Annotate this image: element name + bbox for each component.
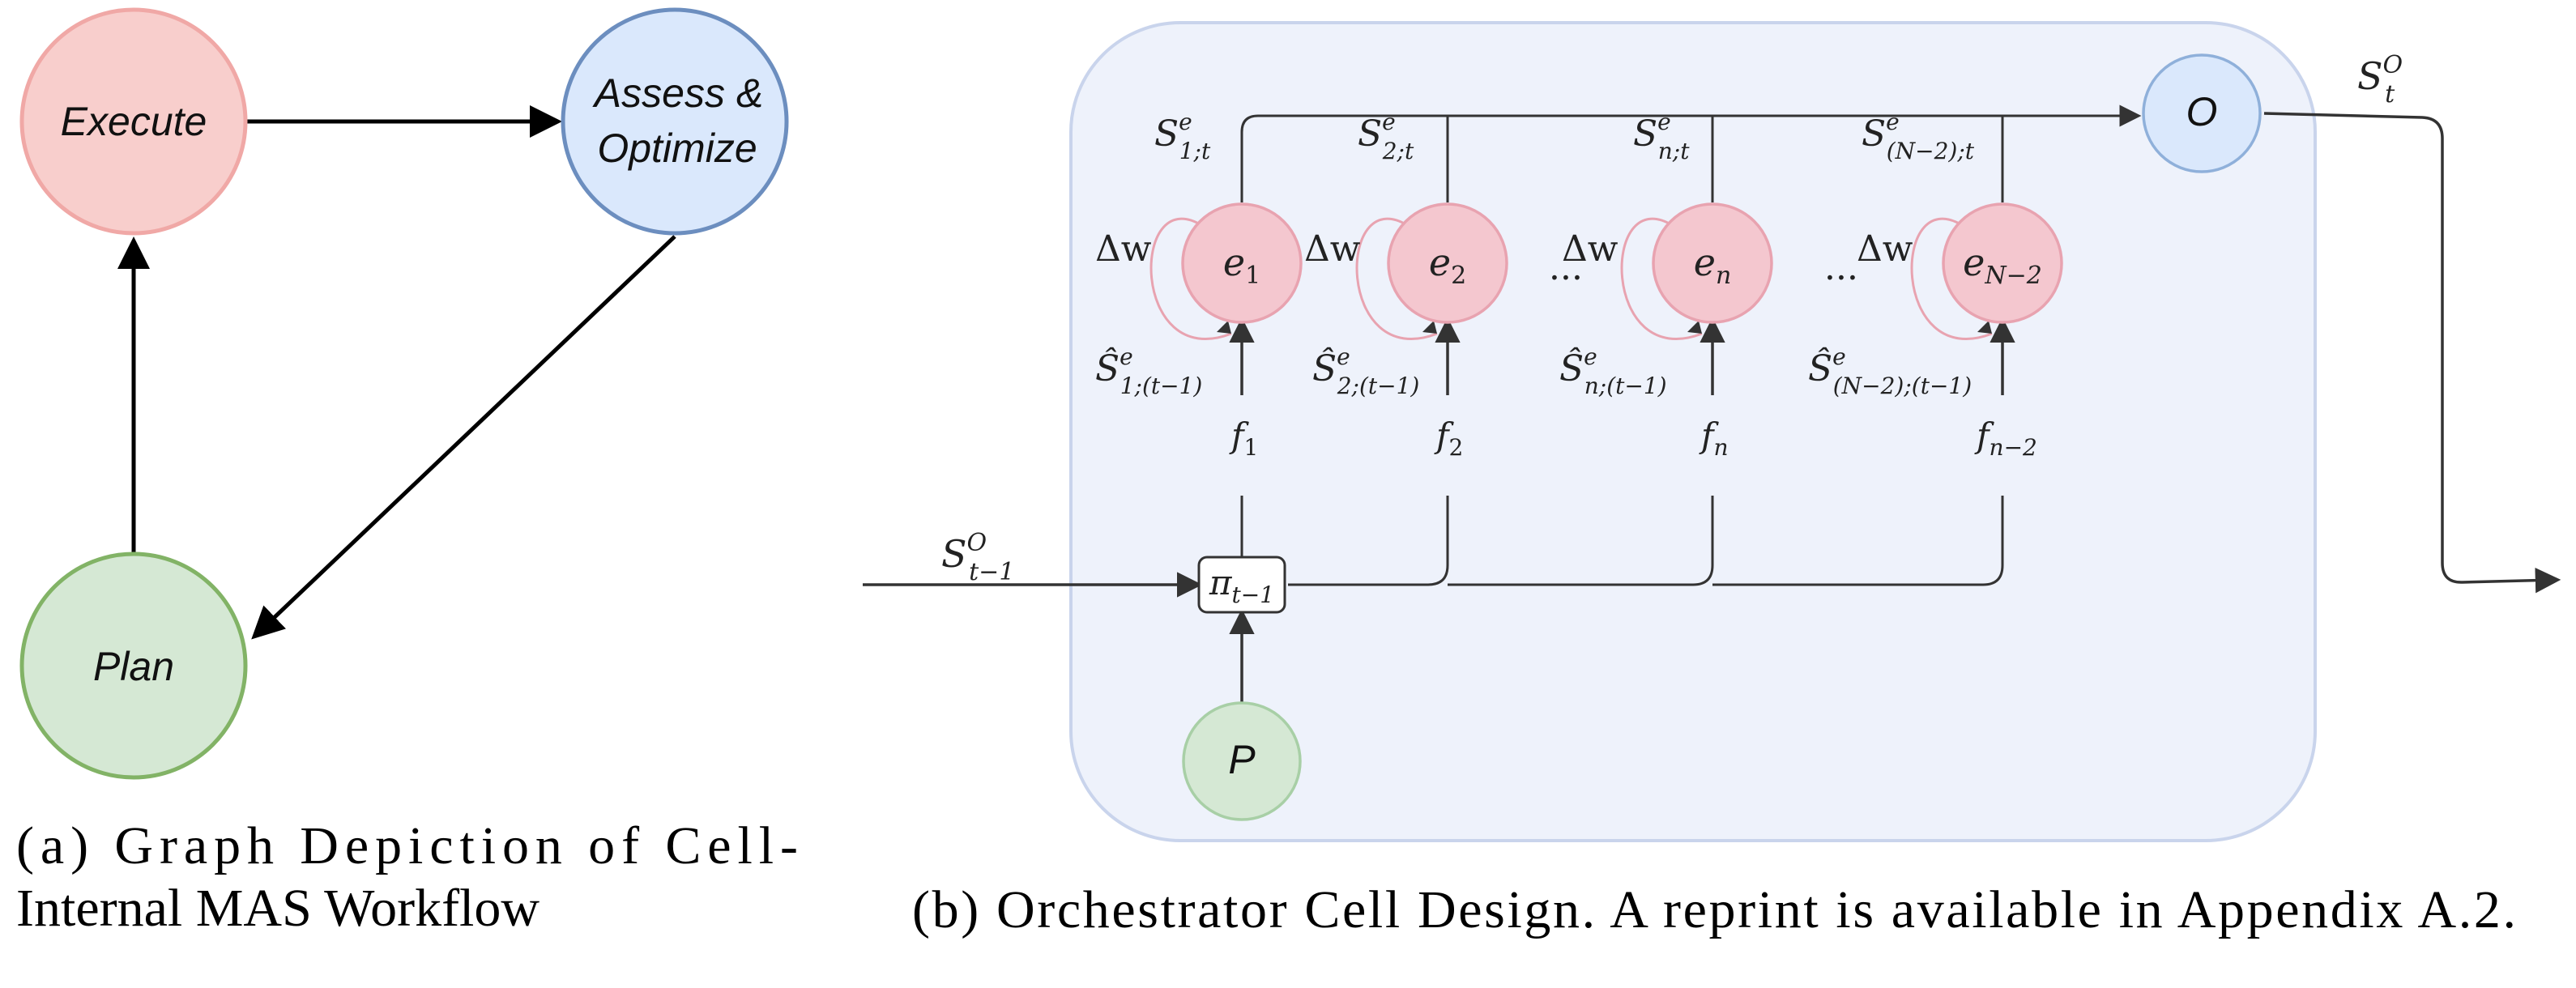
hat-state-label-eN2: Ŝe(N−2);(t−1) [1808,343,1972,399]
caption-a-line2: Internal MAS Workflow [16,879,540,938]
loop-arrow-en [1687,321,1702,334]
expert-node-eN2 [1942,202,2063,324]
panel-a: Execute Assess & Optimize Plan (a) Graph… [16,7,798,938]
plan-label: Plan [93,644,174,689]
ellipsis-before-en: ··· [1549,258,1583,299]
loop-e1 [1149,217,1232,340]
assess-optimize-node [561,7,789,236]
planner-node [1182,701,1302,821]
plan-node [19,551,248,780]
delta-w-e2: Δw [1304,228,1361,270]
execute-label: Execute [61,99,207,144]
expert-label-e1: e1 [1223,241,1260,290]
delta-w-eN2: Δw [1857,228,1913,270]
loop-arrow-e2 [1422,321,1437,334]
router-box [1197,556,1286,614]
assess-label-line1: Assess & [592,70,763,116]
expert-node-en [1652,202,1773,324]
loop-en [1620,217,1703,340]
loop-e2 [1355,217,1438,340]
orchestrator-output-node [2142,53,2262,173]
state-label-eN2: Se(N−2);t [1862,109,1975,164]
self-loops [1149,217,1993,340]
expert-node-e2 [1387,202,1508,324]
ellipsis-before-eN2: ··· [1824,258,1858,299]
expert-label-e2: e2 [1429,241,1466,290]
expert-output-bus [1240,104,2142,202]
expert-label-en: en [1694,241,1732,290]
router-label: πt−1 [1209,563,1274,608]
f-label-n-2: fn−2 [1974,415,2037,461]
caption-b: (b) Orchestrator Cell Design. A reprint … [912,880,2516,939]
delta-w-e1: Δw [1095,228,1152,270]
f-label-2: f2 [1434,415,1463,461]
orchestrator-output-label: O [2186,89,2218,134]
loop-eN2 [1910,217,1993,340]
delta-w-en: Δw [1562,228,1619,270]
output-edge [2263,112,2561,594]
edge-assess-to-plan [251,235,676,640]
planner-label: P [1228,737,1256,782]
expert-node-e1 [1181,202,1303,324]
loop-arrow-e1 [1217,321,1231,334]
loop-arrow-eN2 [1977,321,1992,334]
assess-label-line2: Optimize [597,126,757,171]
router-branch-bus [1288,496,2004,586]
expert-label-eN2: eN−2 [1963,241,2042,290]
caption-a-line1: (a) Graph Depiction of Cell- [16,816,798,875]
execute-node [19,7,248,236]
